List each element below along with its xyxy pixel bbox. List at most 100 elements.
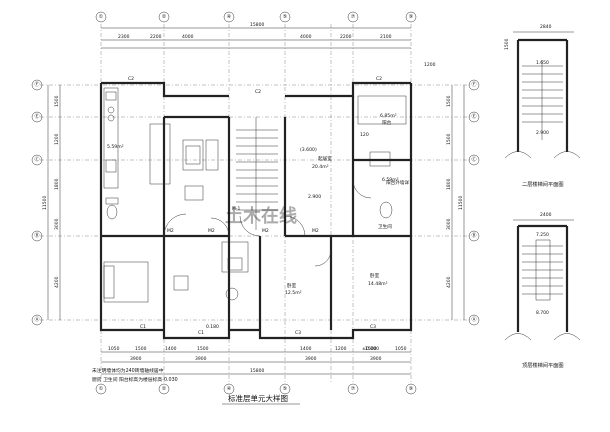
axis-label: Ⓕ [34,81,39,88]
stairwell [236,117,278,230]
axis-bubbles-top: ① ② ④ ⑤ ⑦ ⑨ [95,11,417,23]
dim-seg: 1050 [395,346,407,352]
axis-label: Ⓑ [34,232,39,239]
right-dimensions: 11500 1500 1500 1800 3000 4200 [446,85,465,320]
dim-seg: 4200 [446,276,452,288]
living-label: 起居室 [318,155,332,162]
dim-seg: 1500 [365,346,377,352]
door-mark: M-1 [232,206,241,212]
bath-fixtures [357,95,407,219]
living-area: 20.4m² [312,164,329,170]
window-mark: C3 [295,330,301,336]
axis-bubbles-left: Ⓕ Ⓔ Ⓒ Ⓑ Ⓐ [31,79,43,326]
axis-label: ⑨ [409,14,413,20]
axis-label: ⑨ [409,386,413,392]
stair-title-lower: 顶层楼梯间平面图 [522,361,564,369]
dim-seg: 1500 [197,346,209,352]
kitchen-area: 5.59m² [107,144,124,150]
door-mark: M2 [262,228,269,234]
axis-label: ① [99,14,104,20]
window-mark: C1 [198,330,204,336]
door-mark: M2 [208,228,215,234]
dim-seg: 3000 [446,218,452,230]
living-sub: (3.600) [300,147,317,153]
dim-seg: 1500 [446,95,452,107]
dim-mid: 3900 [305,356,317,362]
outer-walls [99,81,413,340]
riser-tag: 0.180 [206,324,219,330]
axis-label: ⑤ [283,386,287,392]
window-mark: C2 [255,89,261,95]
door-swings [163,179,372,267]
axis-label: Ⓔ [34,113,39,120]
bedroom2-label: 卧室 [370,272,380,279]
axis-label: ② [162,386,167,392]
grid-lines [40,24,470,382]
balcony-area: 6.85m² [380,113,397,119]
axis-label: Ⓐ [471,316,476,323]
bedroom-furniture [103,241,249,303]
dim-stair: 2400 [540,212,552,218]
dim-mid: 3900 [130,356,142,362]
stair-level: 1.650 [536,60,549,66]
axis-label: Ⓐ [34,316,39,323]
balcony-label: 阳台 [382,119,392,126]
dim-seg: 1050 [108,346,120,352]
dim-seg: 2200 [150,34,162,40]
dim-seg: 1500 [135,346,147,352]
axis-bubbles-bottom: ① ② ④ ⑤ ⑦ ⑨ [95,383,417,395]
stair-level: 7.250 [536,232,549,238]
door-mark: M2 [167,228,174,234]
axis-label: ④ [227,386,232,392]
dim-total: 11500 [42,196,48,210]
stair-title-upper: 二层楼梯间平面图 [522,180,564,188]
dim-total: 11500 [458,196,464,210]
bedroom1-area: 12.5m² [285,290,302,296]
axis-label: ⑤ [283,14,287,20]
axis-label: ① [99,386,104,392]
axis-bubbles-right: Ⓕ Ⓔ Ⓒ Ⓑ Ⓐ [468,79,480,326]
top-dimensions: 15800 2300 2200 4000 4000 2200 2100 [101,22,411,49]
dim-seg: 1400 [165,346,177,352]
dim-seg: 4000 [300,34,312,40]
watermark: 土木在线 [225,205,297,227]
section-mark: 1200 [424,62,436,68]
dim-total: 15800 [250,368,264,374]
axis-label: ② [162,14,167,20]
axis-label: ⑦ [351,386,356,392]
door-mark: M2 [312,228,319,234]
dim-seg: 1800 [54,178,60,190]
window-mark: C3 [370,324,376,330]
dim-seg: 2300 [118,34,130,40]
dim-seg: 1800 [446,178,452,190]
dim-total: 15800 [250,22,264,28]
kitchen-fixtures [103,87,119,220]
stair-detail-upper: 2840 1500 1.650 2.900 二层楼梯间平面图 [504,24,581,188]
window-mark: C1 [140,324,146,330]
left-dimensions: 11500 1500 1200 1800 3000 4200 [42,85,61,320]
axis-label: Ⓒ [471,156,476,163]
axis-label: ⑦ [351,14,356,20]
living-furniture [149,123,219,201]
dim-seg: 4000 [182,34,194,40]
dim-seg: 1500 [54,95,60,107]
main-title: 标准层单元大样图 [228,393,288,403]
axis-label: Ⓒ [34,156,39,163]
dim-stair: 2840 [540,24,552,30]
bath-label: 卫生间 [378,223,392,230]
bottom-dimensions: 1050 1500 1400 1500 1400 1200 1500 1050 … [101,346,411,375]
axis-label: Ⓔ [471,113,476,120]
window-mark: C2 [128,76,134,82]
stair-level: 2.900 [536,130,549,136]
stair-level: 8.700 [536,310,549,316]
note-tag: 阳台外墙详 [386,179,409,186]
dim-seg: 1500 [446,133,452,145]
stair-detail-lower: 2400 7.250 8.700 顶层楼梯间平面图 [504,212,581,369]
bedroom1-label: 卧室 [287,282,297,289]
window-mark: C2 [376,76,382,82]
bath-area: 6.59m² [382,177,399,183]
dim-seg: 4200 [54,276,60,288]
elev-tag: 2.900 [308,194,321,200]
bedroom2-area: 14.48m² [368,281,388,287]
